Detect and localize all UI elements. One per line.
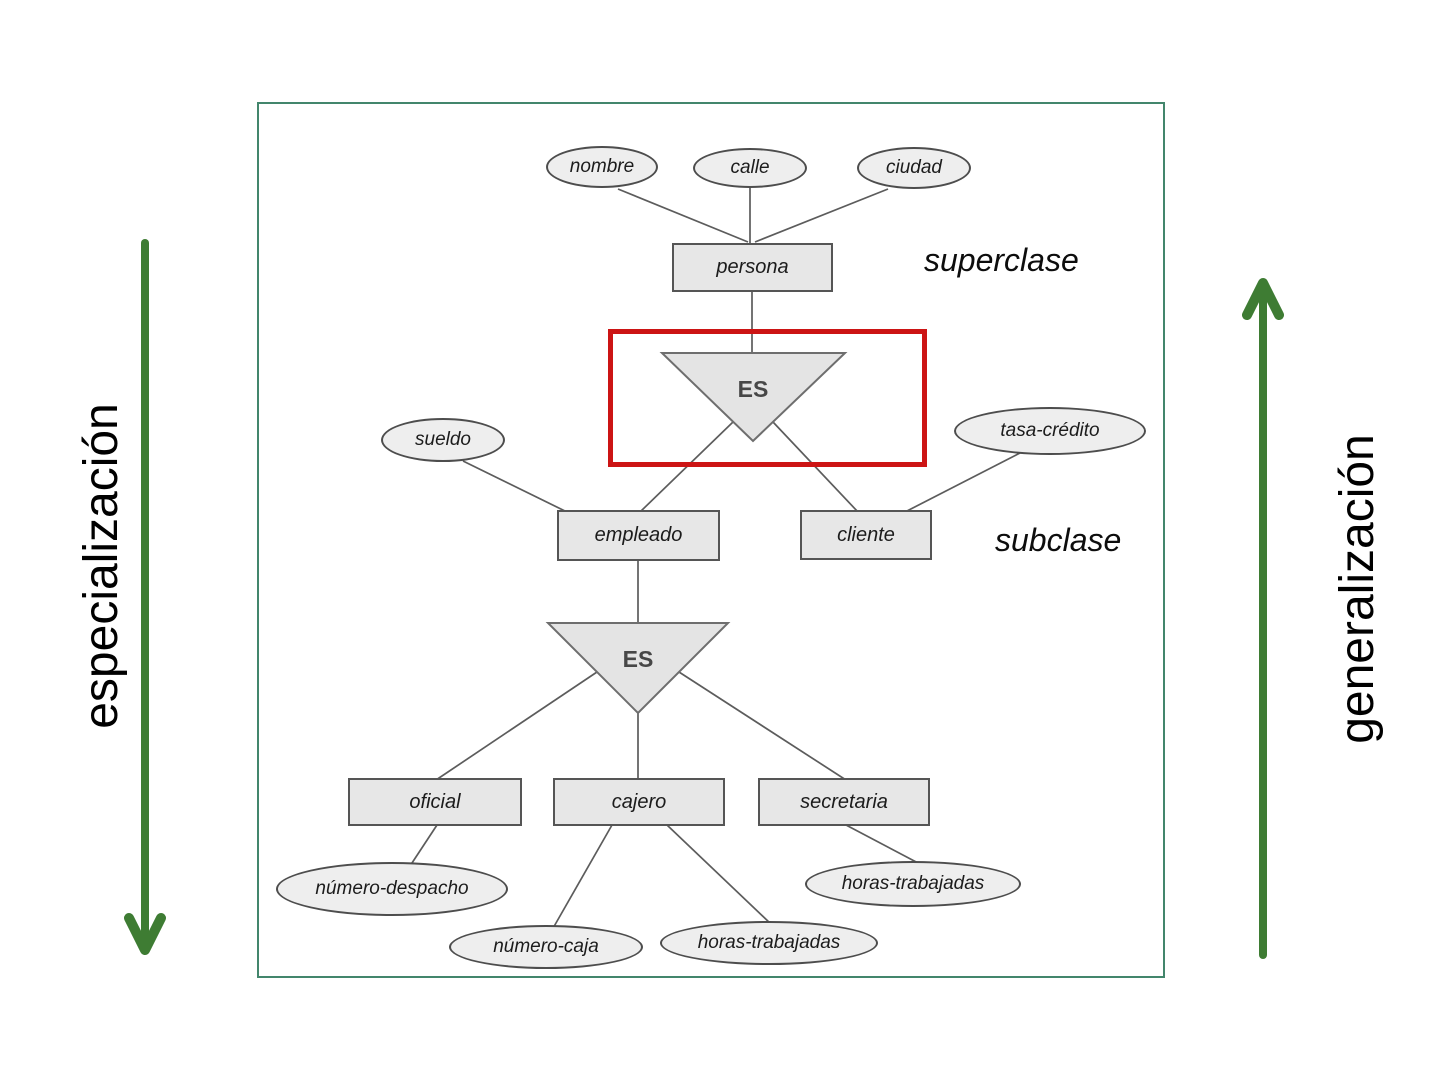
edge-cajero-horas-trabajadas (666, 824, 773, 926)
entity-oficial: oficial (348, 778, 522, 826)
edge-oficial-numero-despacho (409, 824, 438, 867)
attribute-tasa-credito: tasa-crédito (954, 407, 1146, 455)
attribute-numero-caja: número-caja (449, 925, 643, 969)
edge-isa-bottom-oficial (435, 671, 598, 781)
isa-triangle-bottom (545, 622, 731, 715)
edge-isa-bottom-secretaria (678, 671, 847, 781)
edge-cajero-numero-caja (551, 824, 613, 931)
specialization-arrow (124, 239, 166, 955)
attribute-sueldo: sueldo (381, 418, 505, 462)
attribute-calle: calle (693, 148, 807, 188)
edge-secretaria-horas-trabajadas (845, 824, 921, 865)
entity-cajero: cajero (553, 778, 725, 826)
generalization-axis-label: generalización (1331, 434, 1384, 744)
entity-persona: persona (672, 243, 833, 292)
entity-cliente: cliente (800, 510, 932, 560)
isa-bottom-label: ES (622, 645, 654, 672)
entity-secretaria: secretaria (758, 778, 930, 826)
attribute-horas-trabajadas-cajero: horas-trabajadas (660, 921, 878, 965)
edge-sueldo-empleado (462, 460, 568, 513)
superclass-note: superclase (924, 242, 1079, 278)
specialization-axis-label: especialización (75, 403, 128, 729)
attribute-ciudad: ciudad (857, 147, 971, 189)
edge-ciudad-persona (754, 188, 889, 243)
attribute-nombre: nombre (546, 146, 658, 188)
edge-isa-top-empleado (639, 421, 734, 513)
isa-top-label: ES (737, 375, 769, 402)
subclass-note: subclase (995, 522, 1122, 558)
entity-empleado: empleado (557, 510, 720, 561)
edge-tasa-credito-cliente (904, 452, 1021, 513)
edge-isa-top-cliente (772, 421, 859, 513)
isa-triangle-top (659, 352, 848, 443)
generalization-arrow (1242, 278, 1284, 959)
edge-nombre-persona (617, 188, 749, 243)
attribute-numero-despacho: número-despacho (276, 862, 508, 916)
attribute-horas-trabajadas-secretaria: horas-trabajadas (805, 861, 1021, 907)
isa-highlight-box (608, 329, 927, 467)
